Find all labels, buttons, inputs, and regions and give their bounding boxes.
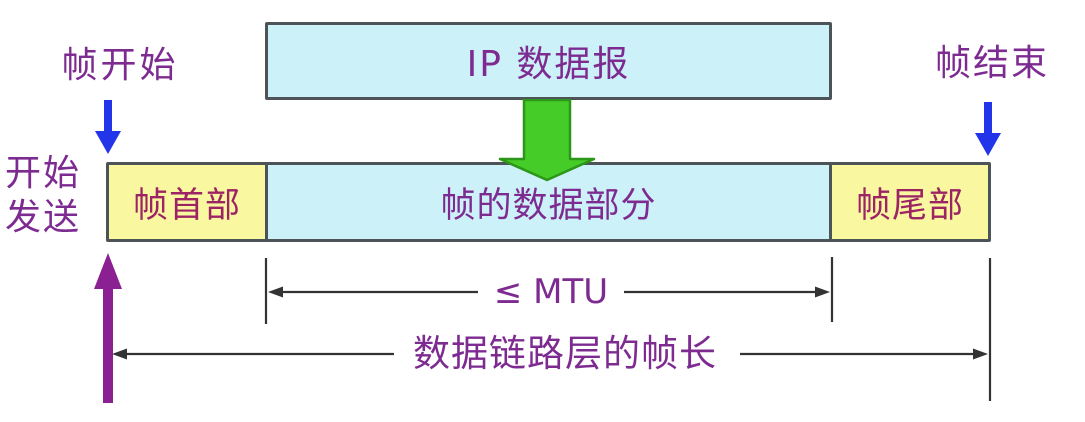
frame-length-measure-line [112,258,992,401]
frame-trailer-box: 帧尾部 [829,165,988,239]
transmission-up-arrow-icon [94,253,122,403]
mtu-measure-line [264,257,834,324]
frame-start-label: 帧开始 [61,45,179,86]
start-sending-label: 开始发送 [5,153,82,238]
frame-header-label: 帧首部 [132,185,241,226]
frame-end-label: 帧结束 [934,43,1049,84]
ip-datagram-box: IP 数据报 [265,22,832,100]
ip-datagram-label: IP 数据报 [466,44,631,85]
frame-header-box: 帧首部 [109,165,268,239]
link-layer-frame: 帧首部 帧的数据部分 帧尾部 [106,162,991,242]
frame-data-label: 帧的数据部分 [440,185,657,226]
frame-end-arrow-icon [975,102,1001,156]
frame-trailer-label: 帧尾部 [855,185,964,226]
mtu-label: ≤ MTU [493,272,609,312]
encapsulation-down-arrow-icon [498,99,596,182]
frame-start-arrow-icon [95,100,121,154]
dimension-lines [112,257,992,401]
frame-length-label: 数据链路层的帧长 [413,332,717,375]
